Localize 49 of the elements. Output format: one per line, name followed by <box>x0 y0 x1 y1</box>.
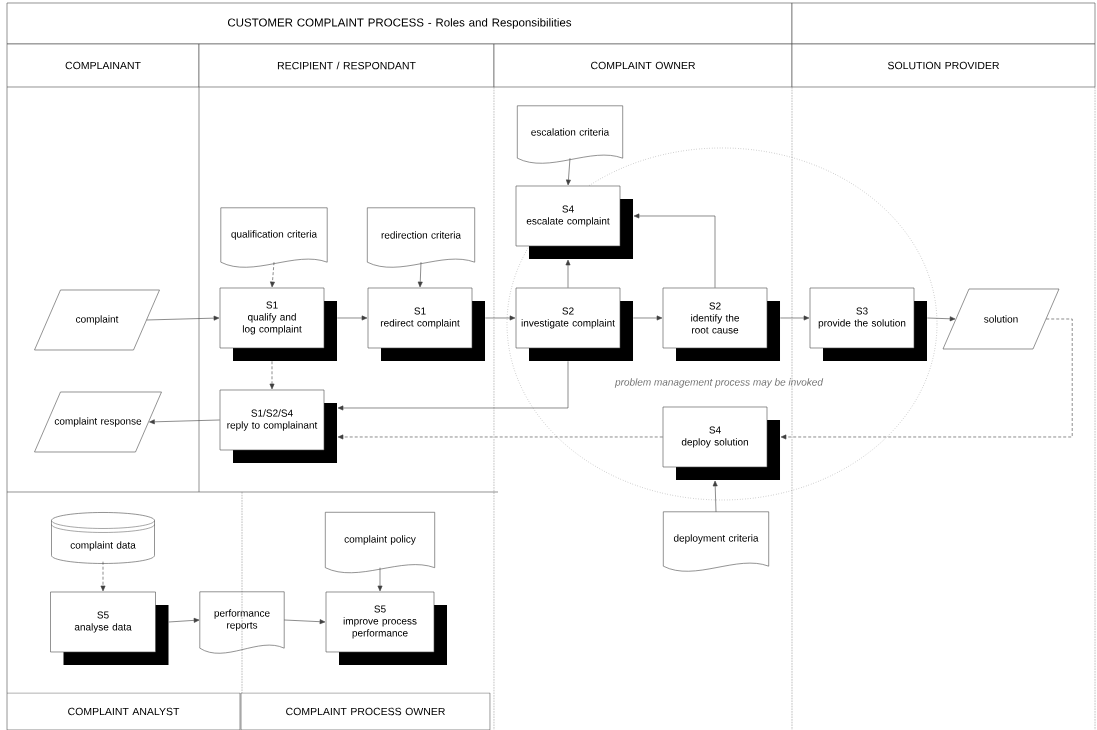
lane-header: SOLUTION PROVIDER <box>791 43 1096 88</box>
document-shape: performance reports <box>199 591 285 654</box>
annotation-text: problem management process may be invoked <box>614 378 824 388</box>
process-box: S2 identify the root cause <box>662 287 780 361</box>
lane-header: COMPLAINANT <box>6 43 200 88</box>
document-shape: deployment criteria <box>663 511 769 572</box>
process-box: S2 investigate complaint <box>515 287 633 361</box>
arrow <box>337 315 368 321</box>
arrow <box>780 315 810 321</box>
arrow <box>417 261 423 288</box>
database-cylinder: complaint data <box>51 512 155 564</box>
process-box: S5 improve process performance <box>325 591 447 665</box>
process-box: S4 deploy solution <box>662 406 780 480</box>
data-parallelogram: solution <box>942 288 1060 350</box>
arrow <box>566 157 571 186</box>
arrow <box>168 617 200 623</box>
header-cell <box>791 2 1096 45</box>
document-shape: qualification criteria <box>220 207 328 268</box>
process-box: S1 redirect complaint <box>367 287 485 361</box>
arrow <box>712 480 718 513</box>
arrow <box>100 561 106 592</box>
process-box: S1 qualify and log complaint <box>219 287 337 361</box>
arrow <box>485 315 516 321</box>
arrow <box>269 360 275 390</box>
process-box: S4 escalate complaint <box>515 185 633 259</box>
arrow <box>780 318 1073 440</box>
document-shape: escalation criteria <box>517 105 623 164</box>
lane-header: RECIPIENT / RESPONDANT <box>198 43 495 88</box>
arrow <box>633 213 716 288</box>
document-shape: complaint policy <box>325 511 435 574</box>
arrow <box>337 360 569 411</box>
arrow <box>633 315 663 321</box>
process-box: S5 analyse data <box>50 591 169 665</box>
arrow <box>270 261 275 288</box>
data-parallelogram: complaint response <box>34 391 162 453</box>
lane-header: COMPLAINT OWNER <box>493 43 793 88</box>
document-shape: redirection criteria <box>367 207 475 268</box>
arrow <box>565 259 571 288</box>
arrow <box>377 567 383 592</box>
data-parallelogram: complaint <box>34 289 160 351</box>
arrow <box>146 315 220 321</box>
process-box: S1/S2/S4 reply to complainant <box>219 389 337 463</box>
process-box: S3 provide the solution <box>809 287 927 361</box>
arrow <box>283 619 326 625</box>
lane-header: COMPLAINT ANALYST <box>6 692 241 730</box>
arrow <box>337 434 663 440</box>
lane-header: COMPLAINT PROCESS OWNER <box>240 692 491 730</box>
arrow <box>149 419 220 425</box>
arrow <box>927 316 956 322</box>
